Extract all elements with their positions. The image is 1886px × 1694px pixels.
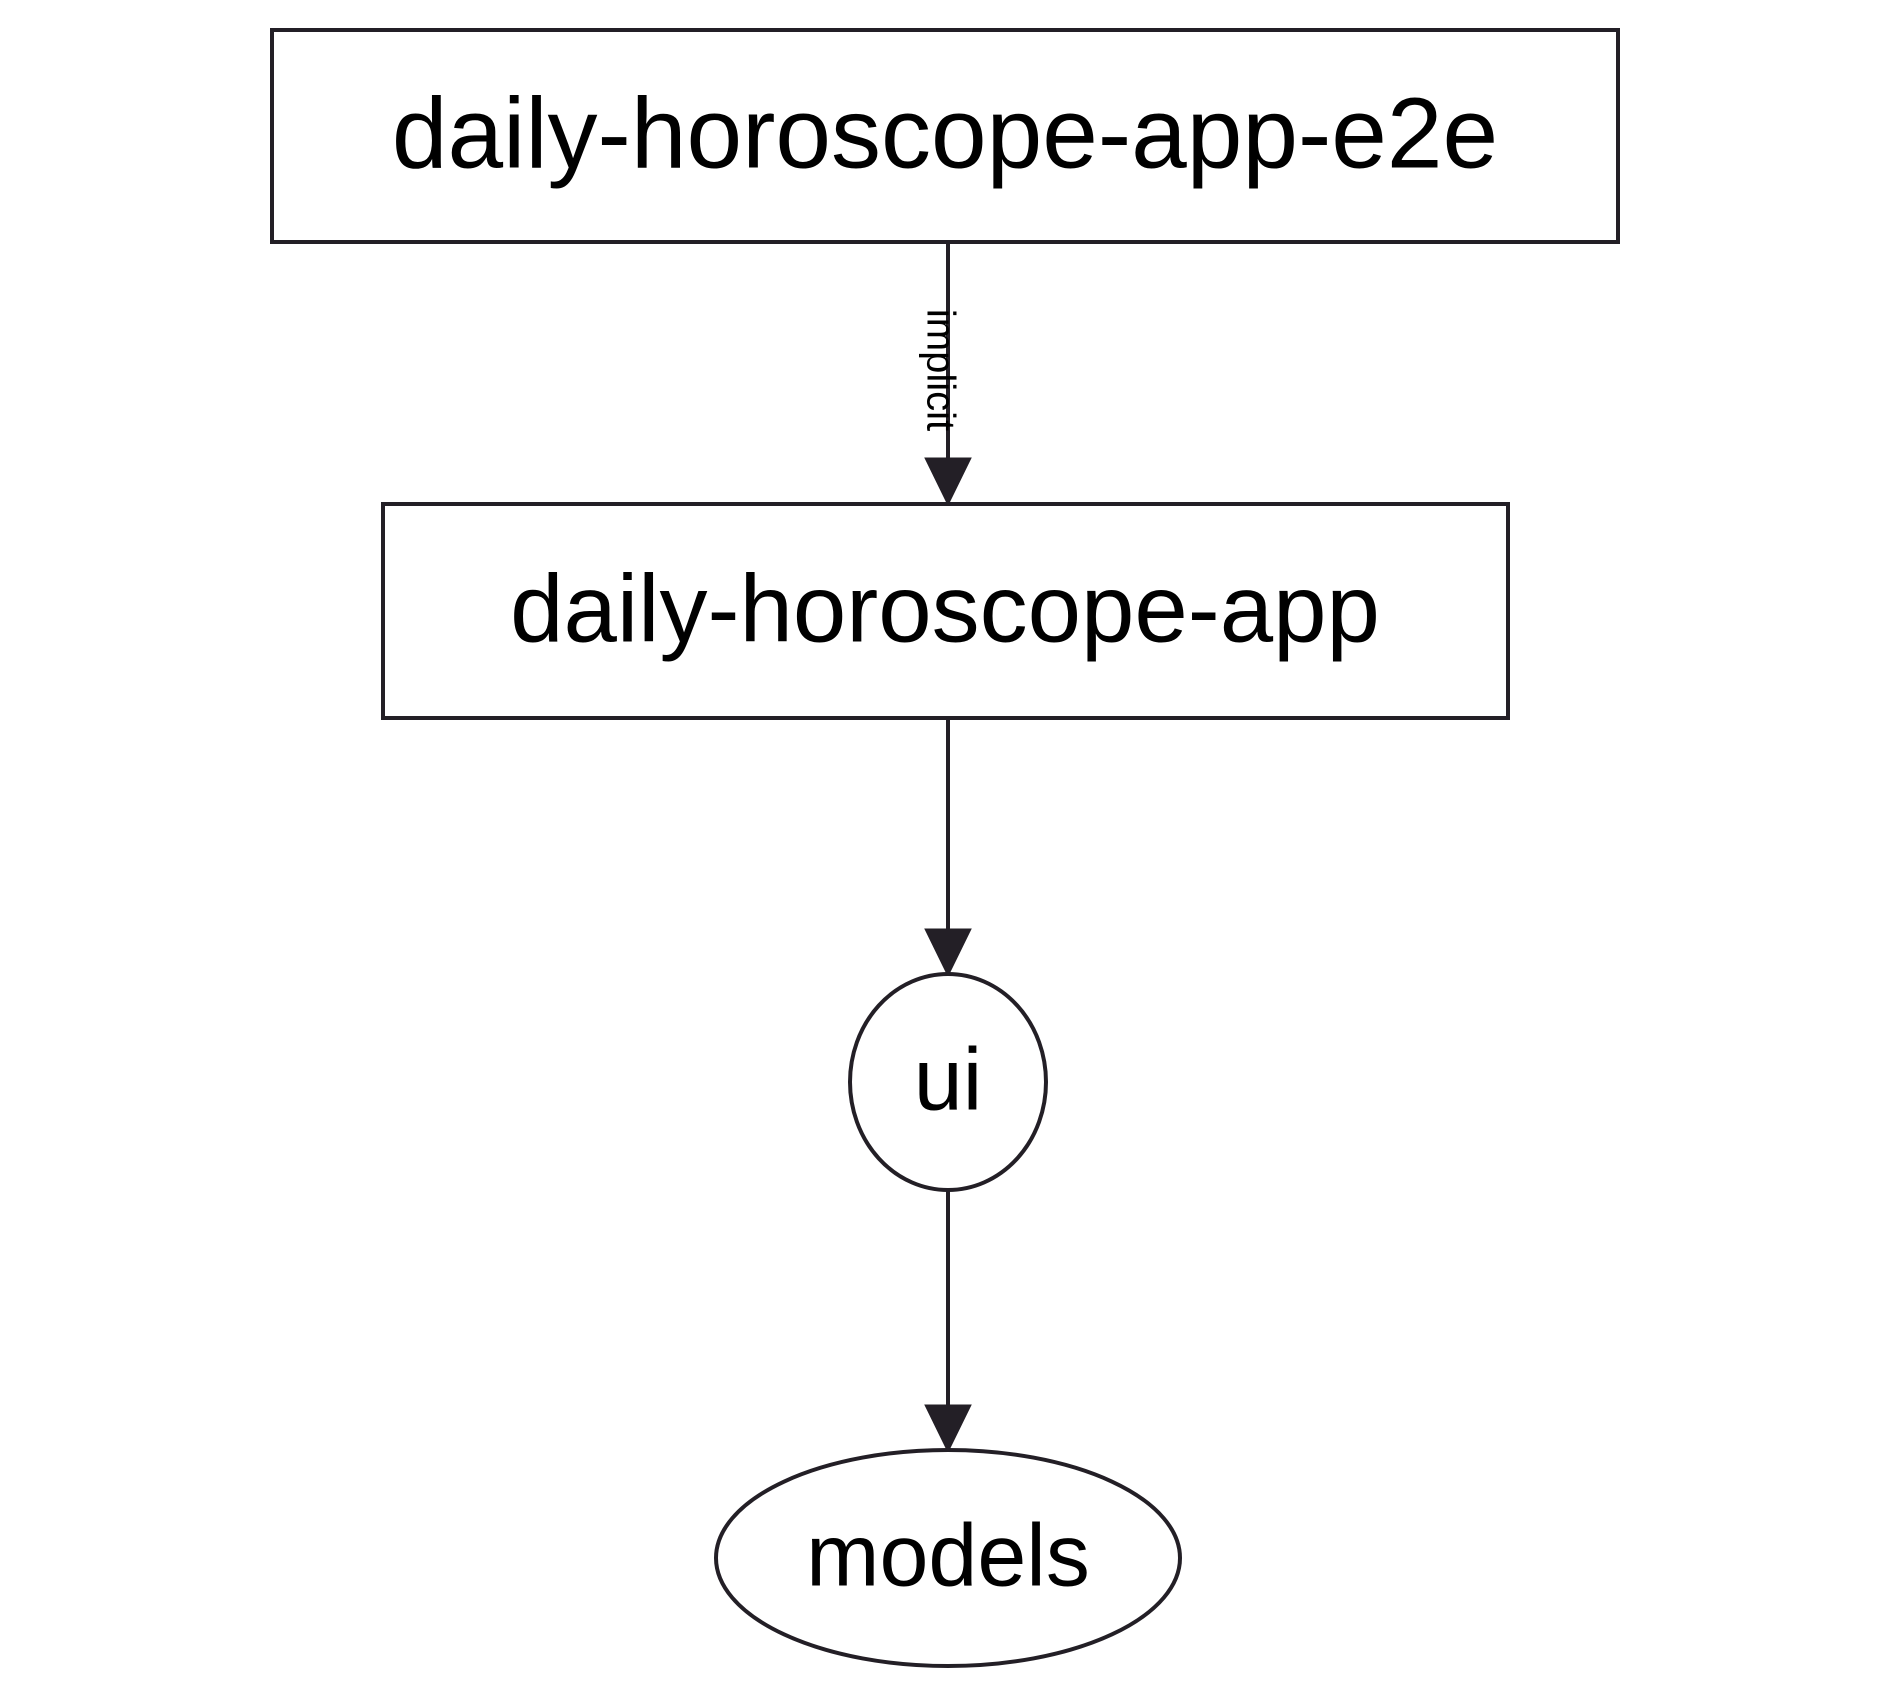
node-ui-label: ui: [914, 1029, 983, 1128]
node-ui[interactable]: ui: [848, 972, 1048, 1192]
edge-app-to-ui-arrowhead: [924, 928, 972, 978]
edge-label-implicit: implicit: [918, 309, 962, 431]
node-models-shape: [714, 1448, 1182, 1668]
node-daily-horoscope-app-shape: [381, 502, 1510, 720]
node-daily-horoscope-app-e2e[interactable]: daily-horoscope-app-e2e: [270, 28, 1620, 244]
edge-e2e-to-app[interactable]: implicit: [918, 242, 972, 507]
edge-app-to-ui[interactable]: [924, 718, 972, 978]
edge-ui-to-models[interactable]: [924, 1190, 972, 1454]
node-daily-horoscope-app-label: daily-horoscope-app: [510, 555, 1380, 662]
edge-ui-to-models-arrowhead: [924, 1404, 972, 1454]
node-ui-shape: [848, 972, 1048, 1192]
node-daily-horoscope-app[interactable]: daily-horoscope-app: [381, 502, 1510, 720]
node-daily-horoscope-app-e2e-shape: [270, 28, 1620, 244]
node-models-label: models: [806, 1505, 1090, 1604]
edge-e2e-to-app-arrowhead: [924, 457, 972, 507]
node-daily-horoscope-app-e2e-label: daily-horoscope-app-e2e: [392, 77, 1498, 189]
node-models[interactable]: models: [714, 1448, 1182, 1668]
